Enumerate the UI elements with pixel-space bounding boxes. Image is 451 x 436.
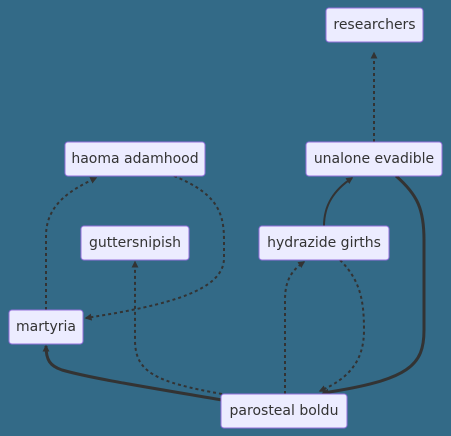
node-parosteal-boldu[interactable]: parosteal boldu: [220, 393, 348, 429]
node-hydrazide-girths[interactable]: hydrazide girths: [258, 225, 390, 261]
edge-haoma-to-martyria: [84, 175, 225, 321]
node-unalone-evadible[interactable]: unalone evadible: [305, 141, 443, 177]
node-label-guttersnipish: guttersnipish: [89, 235, 181, 251]
node-label-martyria: martyria: [16, 319, 76, 335]
node-guttersnipish[interactable]: guttersnipish: [80, 225, 190, 261]
edge-unalone-to-parosteal: [321, 174, 426, 396]
edge-parosteal-to-guttersnipish: [131, 260, 223, 395]
node-haoma-adamhood[interactable]: haoma adamhood: [64, 141, 206, 177]
node-researchers[interactable]: researchers: [325, 7, 424, 43]
edges-layer: [42, 51, 426, 402]
node-martyria[interactable]: martyria: [8, 309, 84, 345]
node-label-researchers: researchers: [333, 17, 415, 33]
edge-hydrazide-to-unalone: [323, 177, 354, 227]
node-label-haoma-adamhood: haoma adamhood: [71, 151, 198, 167]
edge-martyria-to-haoma: [45, 177, 98, 310]
node-label-hydrazide-girths: hydrazide girths: [267, 235, 381, 251]
edge-parosteal-to-hydrazide: [284, 261, 306, 394]
node-label-unalone-evadible: unalone evadible: [314, 151, 434, 167]
nodes-layer: researchers haoma adamhood unalone evadi…: [8, 7, 443, 429]
edge-hydrazide-to-parosteal: [318, 259, 366, 392]
edge-parosteal-to-martyria: [42, 344, 223, 402]
node-label-parosteal-boldu: parosteal boldu: [230, 403, 339, 419]
